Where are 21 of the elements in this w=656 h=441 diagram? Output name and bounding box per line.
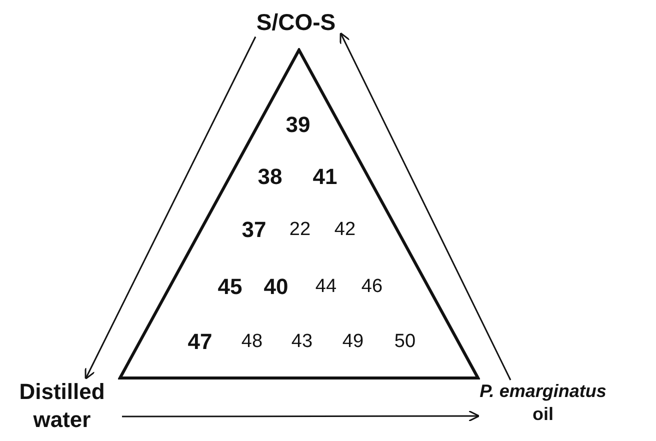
vertex-label: P. emarginatus oil [478, 380, 608, 425]
sample-number: 42 [334, 219, 356, 241]
sample-number: 39 [286, 112, 310, 138]
sample-number: 47 [188, 329, 212, 355]
sample-number: 46 [361, 276, 383, 298]
sample-number: 49 [342, 331, 364, 353]
sample-number: 37 [242, 217, 266, 243]
vertex-label: S/CO-S [251, 8, 341, 37]
arrow [84, 36, 256, 380]
arrow [340, 32, 512, 380]
sample-number: 41 [312, 164, 338, 190]
sample-number: 44 [315, 276, 337, 298]
arrow [122, 410, 480, 422]
sample-number: 43 [291, 331, 313, 353]
vertex-label: Distilled water [2, 378, 122, 433]
sample-number: 22 [289, 219, 311, 241]
sample-number: 40 [264, 274, 288, 300]
sample-number: 38 [258, 164, 282, 190]
sample-number: 48 [241, 331, 263, 353]
sample-number: 50 [394, 331, 416, 353]
sample-number: 45 [218, 274, 242, 300]
